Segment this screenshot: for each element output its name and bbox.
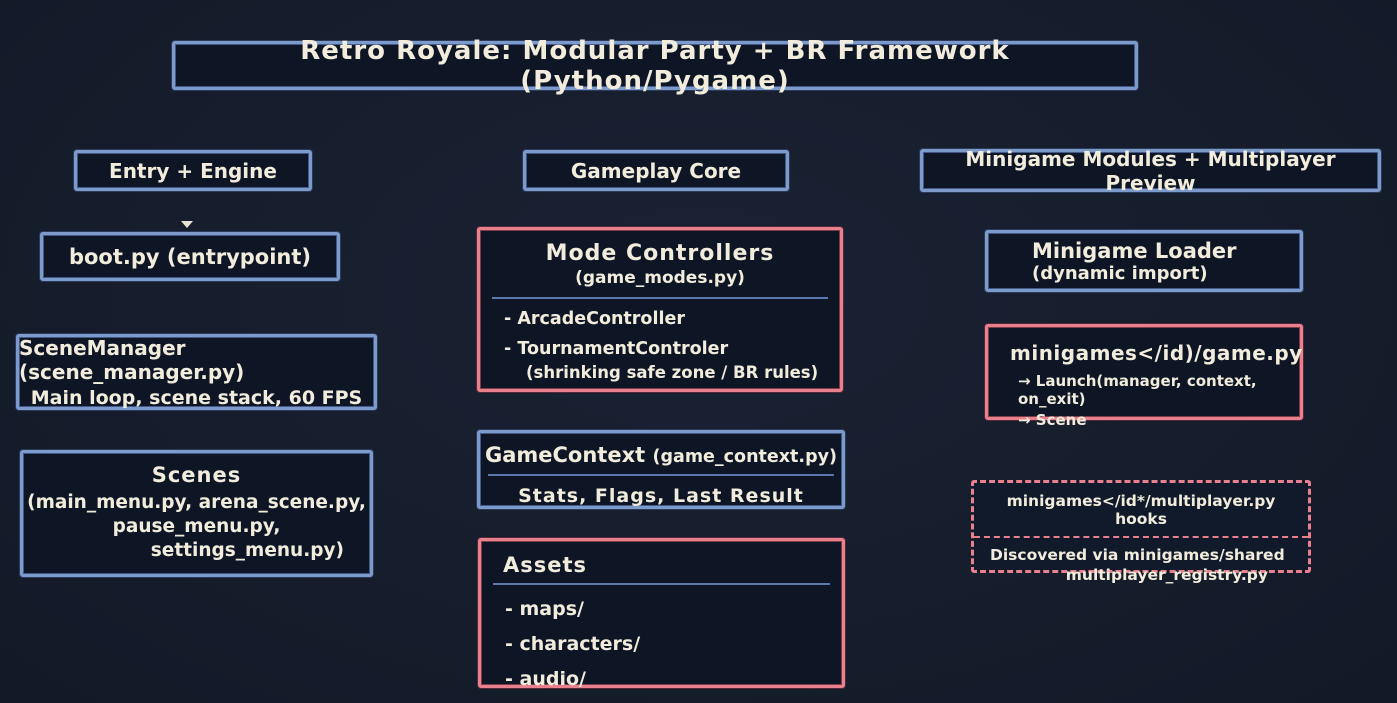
list-item-note: (shrinking safe zone / BR rules) — [526, 363, 819, 382]
node-title: minigames</id)/game.py — [1010, 341, 1303, 365]
divider-line — [493, 583, 830, 585]
arrow-line: → Scene — [1018, 411, 1087, 429]
column-header-label: Entry + Engine — [109, 158, 277, 183]
node-minigame-game-py: minigames</id)/game.py → Launch(manager,… — [985, 324, 1303, 429]
node-minigame-loader: Minigame Loader (dynamic import) — [985, 230, 1303, 292]
node-multiplayer-hooks: minigames</id*/multiplayer.py hooks Disc… — [971, 480, 1311, 584]
node-subtitle: (dynamic import) — [1032, 262, 1208, 284]
node-title: Assets — [503, 553, 588, 577]
node-title: GameContext (game_context.py) — [480, 443, 842, 467]
node-title: SceneManager (scene_manager.py) — [19, 335, 245, 384]
column-header-minigame-modules: Minigame Modules + Multiplayer Preview — [920, 146, 1381, 195]
hooks-title: minigames</id*/multiplayer.py hooks — [974, 483, 1308, 538]
node-title-file: (game_context.py) — [652, 447, 837, 467]
node-line: pause_menu.py, — [112, 516, 281, 537]
diagram-title-box: Retro Royale: Modular Party + BR Framewo… — [172, 36, 1138, 96]
column-header-label: Minigame Modules + Multiplayer Preview — [965, 146, 1336, 195]
node-mode-controllers: Mode Controllers (game_modes.py) - Arcad… — [477, 227, 843, 392]
diagram-title: Retro Royale: Modular Party + BR Framewo… — [300, 35, 1010, 96]
node-subtitle: (game_modes.py) — [575, 268, 745, 288]
list-item: - TournamentControler — [504, 339, 729, 359]
node-assets: Assets - maps/ - characters/ - audio/ — [478, 538, 845, 690]
node-line: (main_menu.py, arena_scene.py, — [27, 492, 366, 513]
node-subtitle: Main loop, scene stack, 60 FPS — [30, 386, 363, 409]
node-label: boot.py (entrypoint) — [68, 244, 312, 269]
node-boot-py: boot.py (entrypoint) — [40, 232, 340, 281]
column-header-entry-engine: Entry + Engine — [74, 150, 312, 191]
column-header-label: Gameplay Core — [570, 158, 742, 183]
node-title: Scenes — [151, 463, 242, 487]
list-item: - characters/ — [505, 633, 641, 655]
node-game-context: GameContext (game_context.py) Stats, Fla… — [477, 430, 845, 509]
node-line: settings_menu.py) — [150, 540, 344, 561]
node-title-main: GameContext — [484, 443, 653, 467]
arrow-line: → Launch(manager, context, on_exit) — [1018, 372, 1257, 408]
node-scenes: Scenes (main_menu.py, arena_scene.py, pa… — [20, 450, 373, 577]
divider-line — [488, 474, 834, 476]
node-scene-manager: SceneManager (scene_manager.py) Main loo… — [16, 334, 377, 410]
node-title: Mode Controllers — [545, 241, 775, 266]
column-header-gameplay-core: Gameplay Core — [523, 150, 789, 191]
node-subtitle: Stats, Flags, Last Result — [518, 485, 804, 507]
list-item: - maps/ — [505, 598, 584, 620]
arrow-down-tip — [181, 221, 193, 228]
node-title: Minigame Loader — [1032, 238, 1237, 263]
list-item: - audio/ — [505, 668, 586, 690]
hooks-line: Discovered via minigames/shared — [990, 546, 1285, 564]
divider-line — [492, 297, 828, 299]
hooks-line: multiplayer_registry.py — [1065, 566, 1268, 584]
list-item: - ArcadeController — [504, 309, 685, 329]
